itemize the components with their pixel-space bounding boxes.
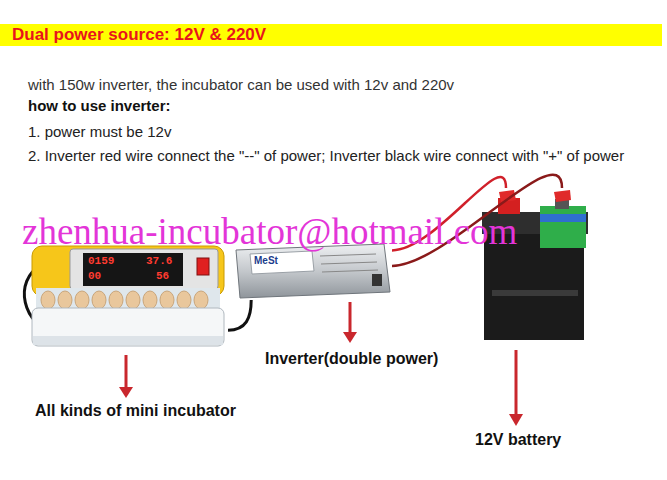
fin bbox=[320, 254, 376, 256]
arrow-head bbox=[509, 414, 523, 426]
battery-label bbox=[540, 206, 586, 248]
arrow-head bbox=[343, 332, 357, 343]
watermark: zhenhua-incubator@hotmail.com bbox=[22, 210, 517, 254]
incubator-base bbox=[32, 308, 224, 346]
eggs bbox=[41, 291, 208, 309]
clip bbox=[554, 190, 571, 202]
intro-note: with 150w inverter, the incubator can be… bbox=[28, 76, 454, 94]
device-node: All kinds of mini incubator015937.60056 bbox=[28, 243, 228, 348]
egg bbox=[143, 291, 157, 309]
instruction-step: 2. Inverter red wire connect the "--" of… bbox=[28, 147, 624, 165]
pointer-arrow bbox=[349, 302, 352, 333]
section-heading: how to use inverter: bbox=[28, 97, 171, 115]
pointer-arrow bbox=[515, 350, 518, 415]
brand-mark: MeSt bbox=[254, 255, 278, 267]
wire bbox=[228, 300, 251, 330]
device-caption: 12V battery bbox=[475, 430, 561, 449]
fin bbox=[321, 262, 377, 264]
display-digits: 0159 bbox=[88, 255, 114, 268]
egg bbox=[92, 291, 106, 309]
egg bbox=[160, 291, 174, 309]
display bbox=[83, 253, 183, 286]
fin bbox=[322, 270, 378, 272]
egg bbox=[194, 291, 208, 309]
display-digits: 37.6 bbox=[146, 255, 172, 268]
label-stripe bbox=[540, 214, 586, 222]
inverter-body bbox=[236, 244, 390, 298]
socket bbox=[372, 274, 382, 286]
egg bbox=[126, 291, 140, 309]
base-stripe bbox=[33, 336, 223, 345]
case-ridge bbox=[492, 290, 578, 296]
power-switch bbox=[197, 258, 209, 275]
display-digits: 00 bbox=[88, 270, 101, 283]
title: Dual power source: 12V & 220V bbox=[12, 25, 266, 45]
device-caption: All kinds of mini incubator bbox=[35, 401, 236, 420]
control-panel bbox=[70, 249, 218, 289]
inverter-picture bbox=[236, 244, 390, 298]
egg bbox=[177, 291, 191, 309]
egg bbox=[109, 291, 123, 309]
egg bbox=[75, 291, 89, 309]
egg bbox=[41, 291, 55, 309]
display-digits: 56 bbox=[156, 270, 169, 283]
instruction-step: 1. power must be 12v bbox=[28, 123, 171, 141]
inverter-label bbox=[250, 251, 314, 274]
incubator-picture bbox=[24, 246, 224, 346]
arrow-head bbox=[119, 387, 133, 398]
egg bbox=[58, 291, 72, 309]
pointer-arrow bbox=[125, 355, 128, 388]
device-caption: Inverter(double power) bbox=[265, 349, 438, 368]
